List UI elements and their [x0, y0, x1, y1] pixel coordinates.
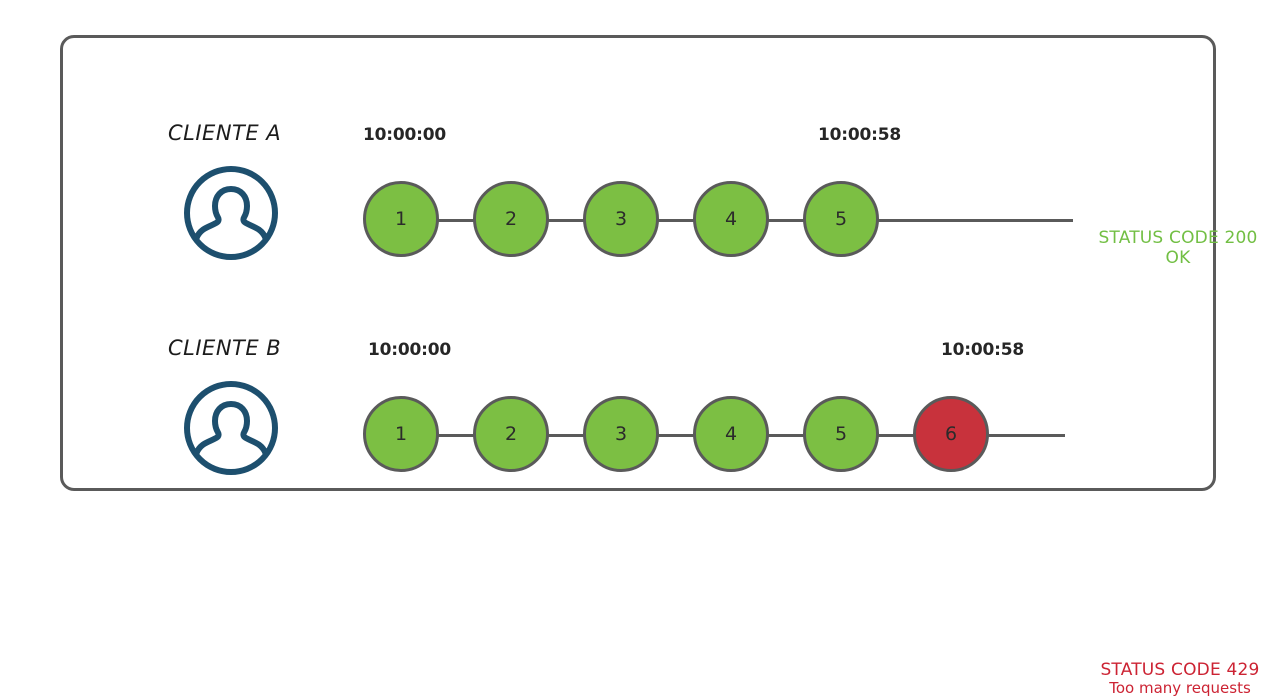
- request-node[interactable]: 2: [473, 396, 549, 472]
- request-node[interactable]: 1: [363, 181, 439, 257]
- chain-connector: [657, 434, 695, 437]
- status-a-text: OK: [1165, 248, 1191, 269]
- request-node[interactable]: 3: [583, 181, 659, 257]
- client-a-label: CLIENTE A: [168, 121, 282, 145]
- chain-connector: [547, 219, 585, 222]
- client-b-end-timestamp: 10:00:58: [941, 340, 1024, 360]
- chain-connector: [437, 219, 475, 222]
- chain-connector: [437, 434, 475, 437]
- client-b-start-timestamp: 10:00:00: [368, 340, 451, 360]
- user-avatar-icon: [181, 378, 281, 478]
- client-a-start-timestamp: 10:00:00: [363, 125, 446, 145]
- chain-connector: [767, 434, 805, 437]
- status-badge-a: STATUS CODE 200 OK: [1089, 228, 1267, 268]
- chain-tail-connector: [877, 219, 1073, 222]
- request-node[interactable]: 1: [363, 396, 439, 472]
- user-avatar-icon: [181, 163, 281, 263]
- request-node[interactable]: 5: [803, 396, 879, 472]
- client-b-label: CLIENTE B: [168, 336, 282, 360]
- request-node[interactable]: 6: [913, 396, 989, 472]
- request-node[interactable]: 4: [693, 181, 769, 257]
- chain-connector: [657, 219, 695, 222]
- status-b-code: STATUS CODE 429: [1100, 660, 1260, 680]
- status-a-code: STATUS CODE 200: [1098, 228, 1258, 248]
- request-node[interactable]: 5: [803, 181, 879, 257]
- chain-connector: [877, 434, 915, 437]
- status-badge-b: STATUS CODE 429 Too many requests: [1085, 660, 1275, 698]
- request-node[interactable]: 4: [693, 396, 769, 472]
- chain-tail-connector: [987, 434, 1065, 437]
- request-node[interactable]: 2: [473, 181, 549, 257]
- client-a-end-timestamp: 10:00:58: [818, 125, 901, 145]
- status-b-text: Too many requests: [1109, 679, 1251, 698]
- chain-connector: [767, 219, 805, 222]
- chain-connector: [547, 434, 585, 437]
- request-node[interactable]: 3: [583, 396, 659, 472]
